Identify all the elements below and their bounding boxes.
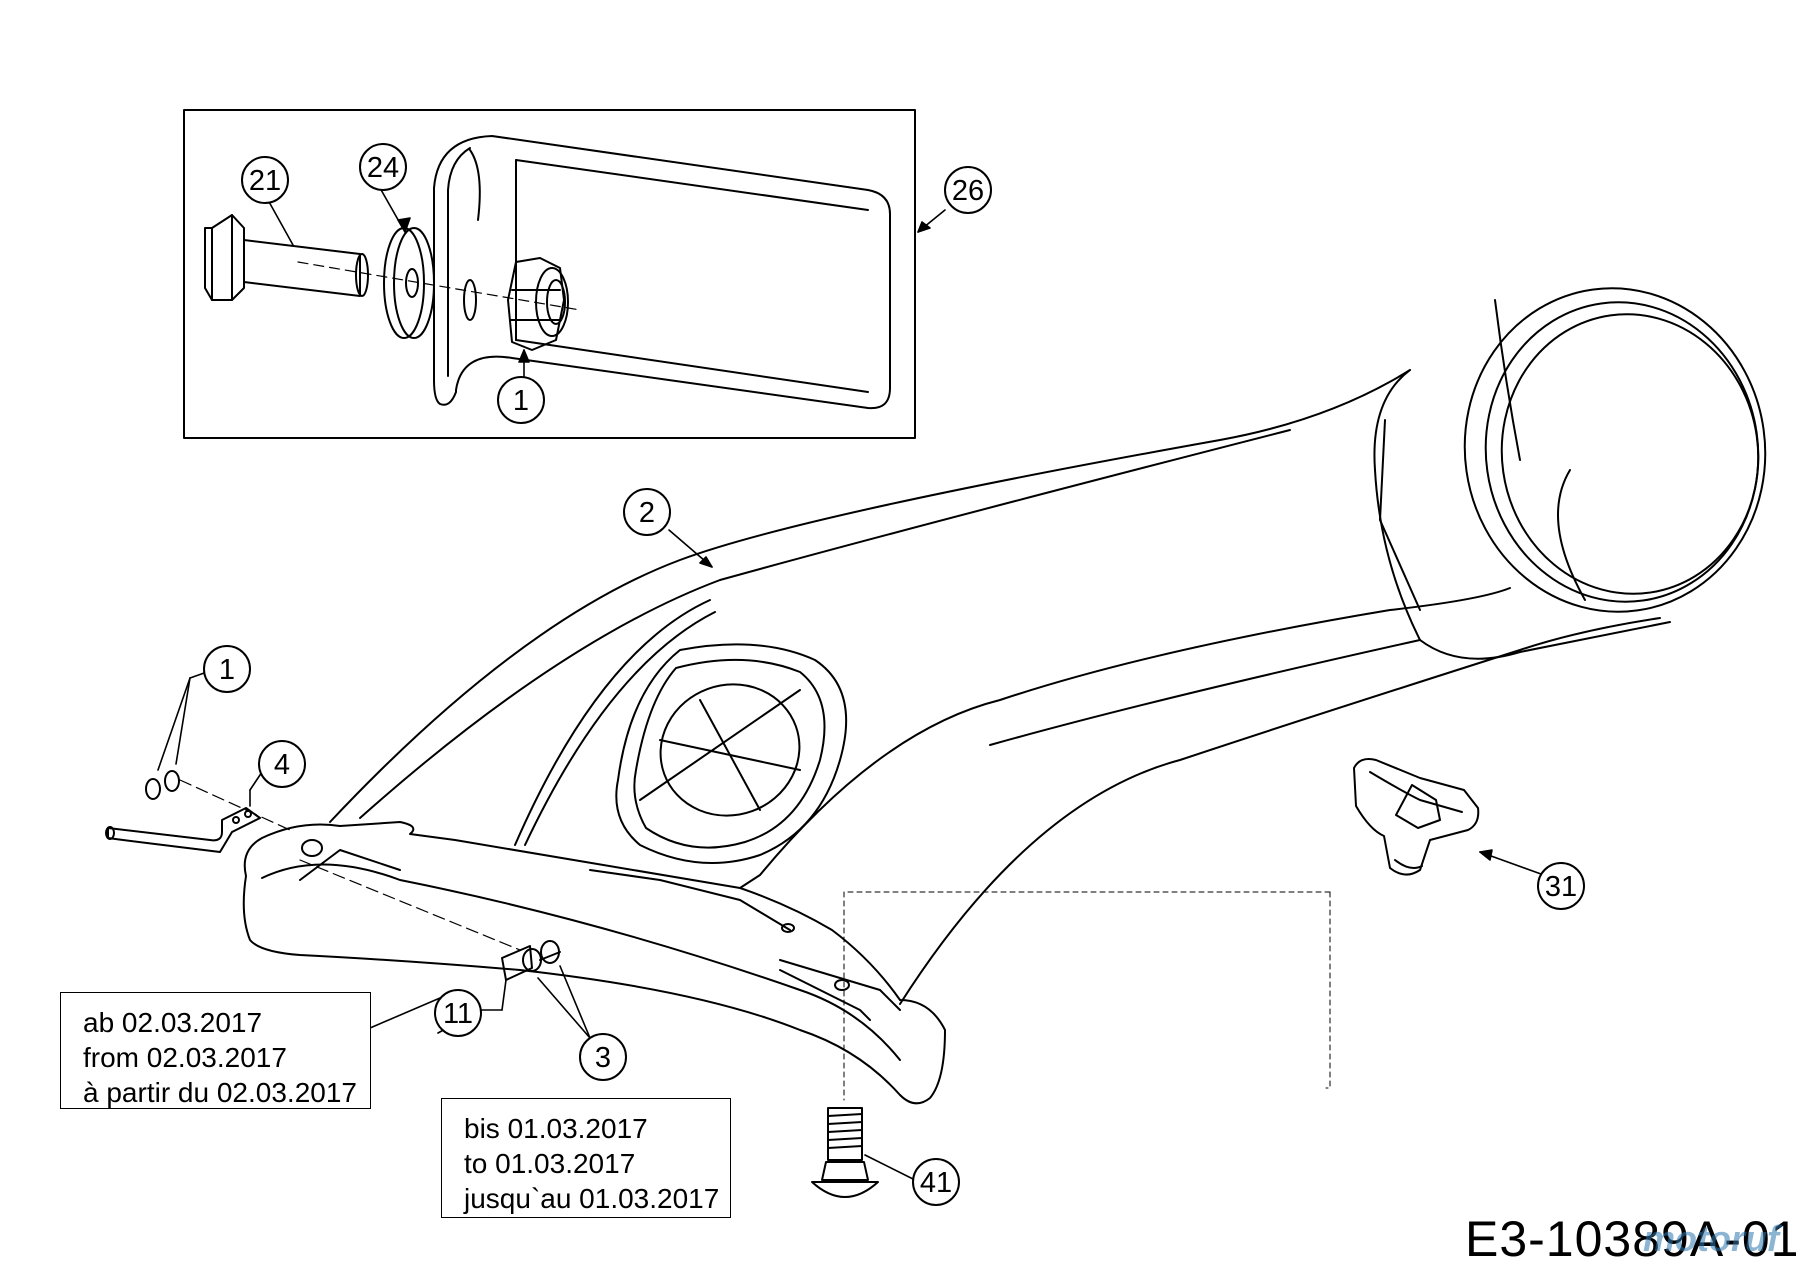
inset-leaders: [267, 187, 946, 383]
callout-circle-24: [359, 143, 407, 191]
callout-circle-41: [912, 1158, 960, 1206]
callout-circle-2: [623, 488, 671, 536]
chute-deflector: [242, 821, 946, 1105]
callout-leaders: [157, 529, 1542, 1181]
callout-circle-1: [203, 645, 251, 693]
callout-1: 1: [219, 654, 235, 686]
callout-26: 26: [952, 175, 984, 207]
note-until-date: bis 01.03.2017 to 01.03.2017 jusqu`au 01…: [441, 1098, 731, 1218]
note-until-line-2: to 01.03.2017: [464, 1148, 636, 1179]
note-from-line-3: à partir du 02.03.2017: [83, 1077, 357, 1108]
callout-4: 4: [274, 749, 290, 781]
callout-3: 3: [595, 1042, 611, 1074]
callout-24: 24: [367, 152, 399, 184]
callout-circle-3: [579, 1033, 627, 1081]
callout-2: 2: [639, 497, 655, 529]
callout-circle-4: [258, 740, 306, 788]
callout-circle-11: [434, 989, 482, 1037]
callout-21: 21: [249, 165, 281, 197]
callout-31: 31: [1545, 871, 1577, 903]
discharge-chute-2: [329, 369, 1661, 1005]
wing-nut-31: [1353, 758, 1480, 876]
drawing-number: E3-10389A-01: [1465, 1211, 1800, 1267]
note-from-line-2: from 02.03.2017: [83, 1042, 287, 1073]
callout-11: 11: [443, 998, 473, 1030]
watermark-logo: motoruf: [1643, 1218, 1779, 1259]
bracket-26: [433, 135, 891, 410]
note-until-line-3: jusqu`au 01.03.2017: [464, 1183, 720, 1214]
chute-collar: [1373, 287, 1767, 660]
callout-circle-31: [1537, 862, 1585, 910]
callout-circles: [203, 143, 1585, 1206]
callout-circle-21: [241, 156, 289, 204]
callout-circle-1-inset: [497, 376, 545, 424]
callout-circle-26: [944, 166, 992, 214]
nuts-1: [145, 770, 291, 831]
washer-24: [383, 227, 435, 339]
callout-labels: 21 24 26 1 2 1 4 31 11 3 41: [219, 152, 1577, 1199]
hex-bolt-21: [204, 214, 581, 311]
inset-frame: [183, 109, 916, 439]
note-from-date: ab 02.03.2017 from 02.03.2017 à partir d…: [60, 992, 371, 1109]
bolt-11-3: [299, 859, 561, 981]
note-until-line-1: bis 01.03.2017: [464, 1113, 648, 1144]
carriage-bolt-41: [811, 891, 1331, 1198]
note-from-line-1: ab 02.03.2017: [83, 1007, 263, 1038]
callout-1-inset: 1: [513, 385, 529, 417]
chute-grille: [615, 643, 848, 864]
lock-pin-4: [105, 807, 261, 853]
callout-41: 41: [920, 1167, 952, 1199]
nut-1-inset: [507, 257, 569, 351]
